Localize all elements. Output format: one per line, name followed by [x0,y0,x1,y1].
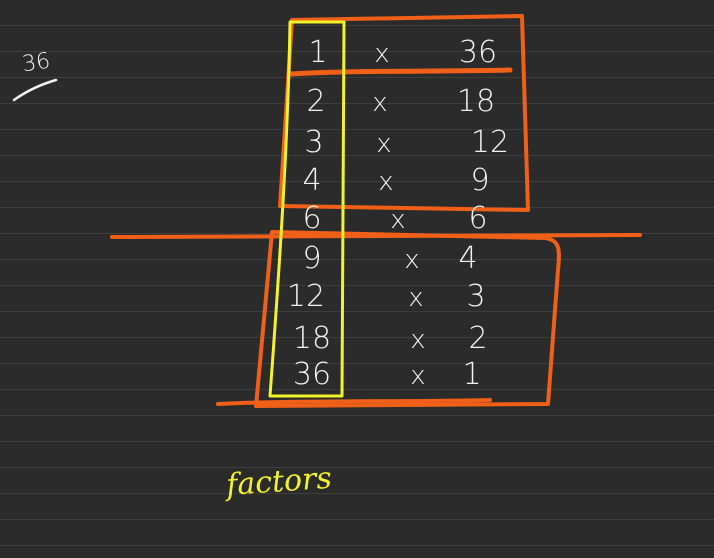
row-2-pair-factor: 18 [457,84,495,119]
row-5-factor: 6 [302,201,321,236]
row-9-pair-factor: 1 [462,357,481,392]
row-3-pair-factor: 12 [471,125,509,160]
row-1-times-sign: x [374,39,389,69]
row-4-factor: 4 [302,163,321,198]
row-2-times-sign: x [372,88,387,118]
row-3-factor: 3 [304,125,323,160]
bottom-pairs-box [254,230,561,408]
bottom-underline [216,398,492,406]
row-6-factor: 9 [302,241,321,276]
row-4-times-sign: x [378,167,393,197]
row-4-pair-factor: 9 [470,163,489,198]
row-6-pair-factor: 4 [458,241,477,276]
row-2-factor: 2 [306,84,325,119]
note-36: 36 [21,49,52,78]
row-1-factor: 1 [308,35,327,70]
factors-label: factors [223,461,333,503]
row-8-pair-factor: 2 [468,321,487,356]
row-7-times-sign: x [408,283,423,313]
row-7-factor: 12 [287,279,325,314]
row-5-times-sign: x [390,205,405,235]
factors-column-box [268,20,346,398]
top-pairs-box [278,14,530,212]
row-3-times-sign: x [376,129,391,159]
row-5-pair-factor: 6 [468,201,487,236]
row-1-pair-factor: 36 [459,35,497,70]
row-9-factor: 36 [293,357,331,392]
note-underline [12,78,58,102]
row-6-times-sign: x [404,245,419,275]
row-9-times-sign: x [410,361,425,391]
row-8-factor: 18 [293,321,331,356]
row-8-times-sign: x [410,325,425,355]
row-1-underline [287,67,513,77]
row-7-pair-factor: 3 [466,279,485,314]
